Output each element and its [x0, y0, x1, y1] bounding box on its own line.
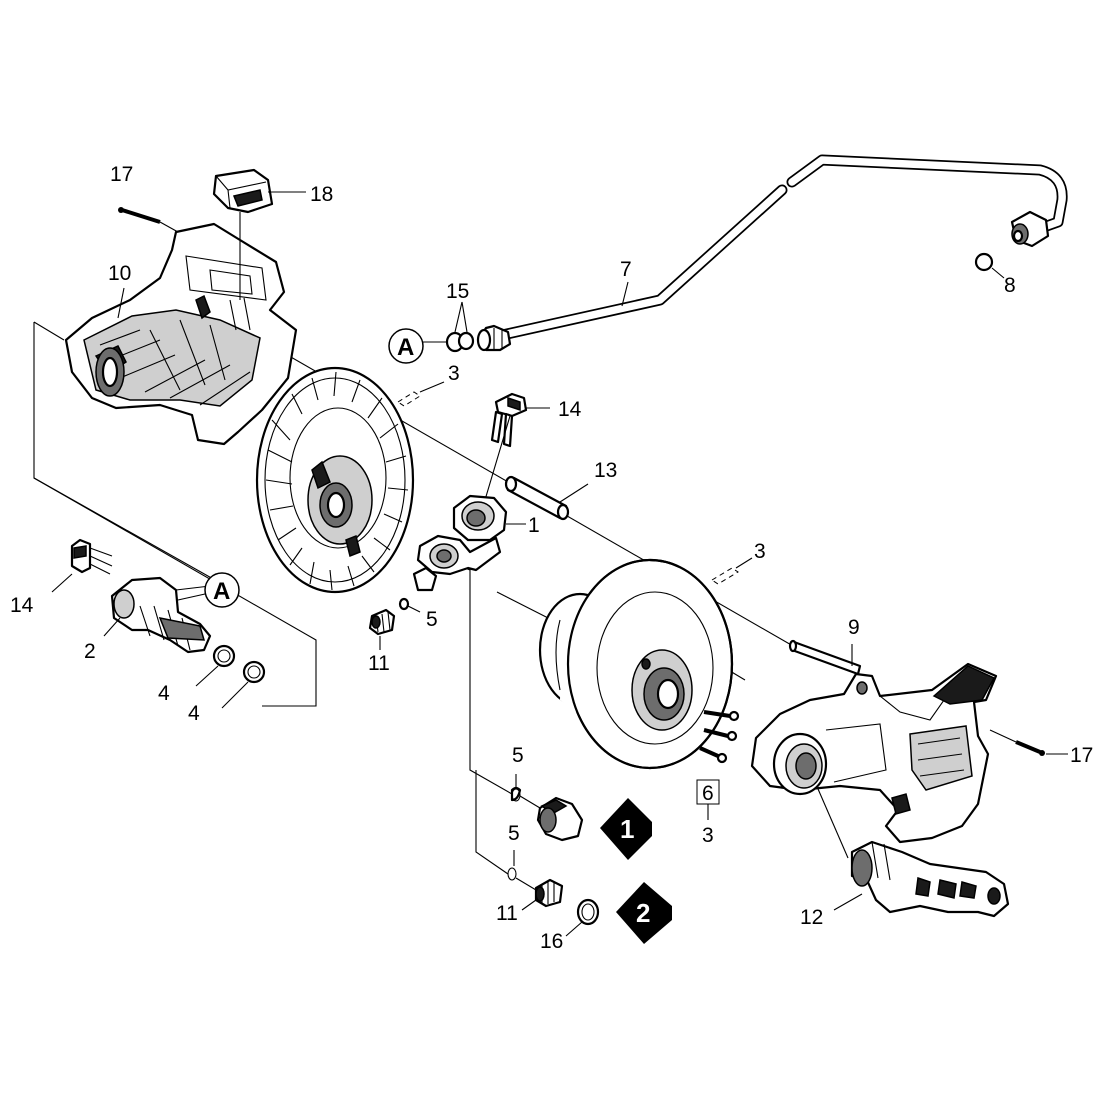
label-18: 18 — [310, 183, 333, 206]
screw-part-17-left — [118, 207, 179, 233]
reference-circle-a-top: A — [388, 328, 424, 364]
clip-part-14-top — [481, 392, 550, 511]
label-4-b: 4 — [188, 702, 200, 725]
o-rings-part-4 — [195, 644, 266, 709]
part-labels: 17 18 10 15 7 8 3 14 13 1 3 14 2 4 4 5 1… — [10, 163, 1093, 953]
housing-part-10 — [64, 222, 298, 446]
o-ring-part-5-mid — [398, 597, 421, 613]
label-4-a: 4 — [158, 682, 170, 705]
label-12: 12 — [800, 906, 823, 929]
label-2: 2 — [84, 640, 96, 663]
clip-part-18 — [212, 168, 274, 300]
callout-number-2: 2 — [636, 898, 650, 928]
o-ring-part-8 — [974, 252, 1005, 279]
label-3-top: 3 — [448, 362, 460, 385]
screw-part-17-right — [989, 729, 1068, 756]
swivel-part-1 — [412, 494, 526, 592]
fitting-variant-2 — [515, 877, 600, 937]
cap-variant-1 — [519, 795, 584, 842]
fitting-part-11-mid — [368, 608, 396, 636]
label-3-bottom: 3 — [702, 824, 714, 847]
label-17-top: 17 — [110, 163, 133, 186]
o-rings-part-5-lower — [507, 774, 522, 881]
label-13: 13 — [594, 459, 617, 482]
label-14-left: 14 — [10, 594, 34, 617]
reference-letter: A — [397, 334, 414, 361]
label-14-top: 14 — [558, 398, 582, 421]
label-10: 10 — [108, 262, 131, 285]
label-16: 16 — [540, 930, 563, 953]
label-5-mid: 5 — [426, 608, 438, 631]
shaft-part-9 — [788, 639, 862, 676]
label-1: 1 — [528, 514, 540, 537]
reference-letter: A — [213, 578, 230, 605]
label-5-lower-a: 5 — [512, 744, 524, 767]
label-11-lower: 11 — [496, 902, 518, 925]
label-5-lower-b: 5 — [508, 822, 520, 845]
right-housing — [750, 662, 998, 844]
label-7: 7 — [620, 258, 632, 281]
hose-reel-drum — [255, 366, 415, 594]
variant-callout-2: 2 — [616, 882, 672, 944]
reference-circle-a-left: A — [177, 572, 240, 608]
label-9: 9 — [848, 616, 860, 639]
hose-pipe-part-7 — [476, 154, 1068, 352]
label-11-mid: 11 — [368, 652, 390, 675]
label-8: 8 — [1004, 274, 1016, 297]
reel-flange-disc — [538, 558, 734, 770]
label-15: 15 — [446, 280, 469, 303]
handle-part-12 — [833, 840, 1010, 918]
label-3-right: 3 — [754, 540, 766, 563]
callout-number-1: 1 — [620, 814, 634, 844]
swivel-fitting-part-2 — [51, 538, 212, 654]
label-17-right: 17 — [1070, 744, 1093, 767]
screws-part-6 — [699, 710, 740, 764]
label-6: 6 — [702, 782, 714, 805]
dashed-pin-markers — [397, 391, 739, 585]
o-rings-part-15 — [420, 301, 475, 353]
variant-callout-1: 1 — [600, 798, 652, 860]
pin-part-13 — [504, 475, 589, 521]
